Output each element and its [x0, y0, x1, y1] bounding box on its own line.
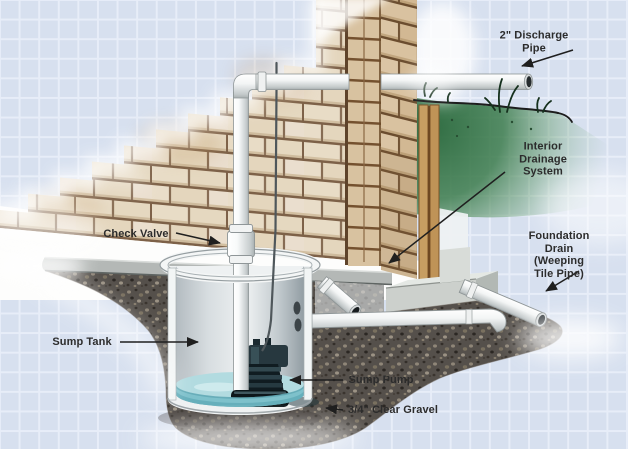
- water-front: [174, 384, 306, 407]
- check-valve-arrow: [175, 232, 221, 246]
- ground-line: [413, 99, 573, 123]
- clear-gravel-arrow: [325, 404, 344, 415]
- soft-glows: [0, 67, 628, 449]
- interior-drainage-pipe: [311, 308, 507, 333]
- drain-inlet-cutaway: [315, 276, 384, 322]
- wood-studs: [418, 104, 440, 283]
- discharge-pipe-arrow: [521, 49, 574, 68]
- brick-wall: [0, 0, 417, 279]
- sump-pump-graphic: [241, 338, 288, 392]
- foundation-wall: [385, 104, 498, 313]
- label-arrows: [120, 49, 580, 415]
- tank-perforation: [293, 301, 301, 315]
- power-cord: [261, 61, 278, 352]
- tank-perforation: [294, 318, 302, 332]
- wall-corner-column: [345, 0, 381, 266]
- interior-drainage-arrow: [388, 171, 506, 264]
- wall-exterior-face: [381, 0, 417, 279]
- foundation-drain-arrow: [545, 270, 580, 292]
- weeping-tile-pipe: [458, 278, 548, 327]
- check-valve: [227, 224, 255, 264]
